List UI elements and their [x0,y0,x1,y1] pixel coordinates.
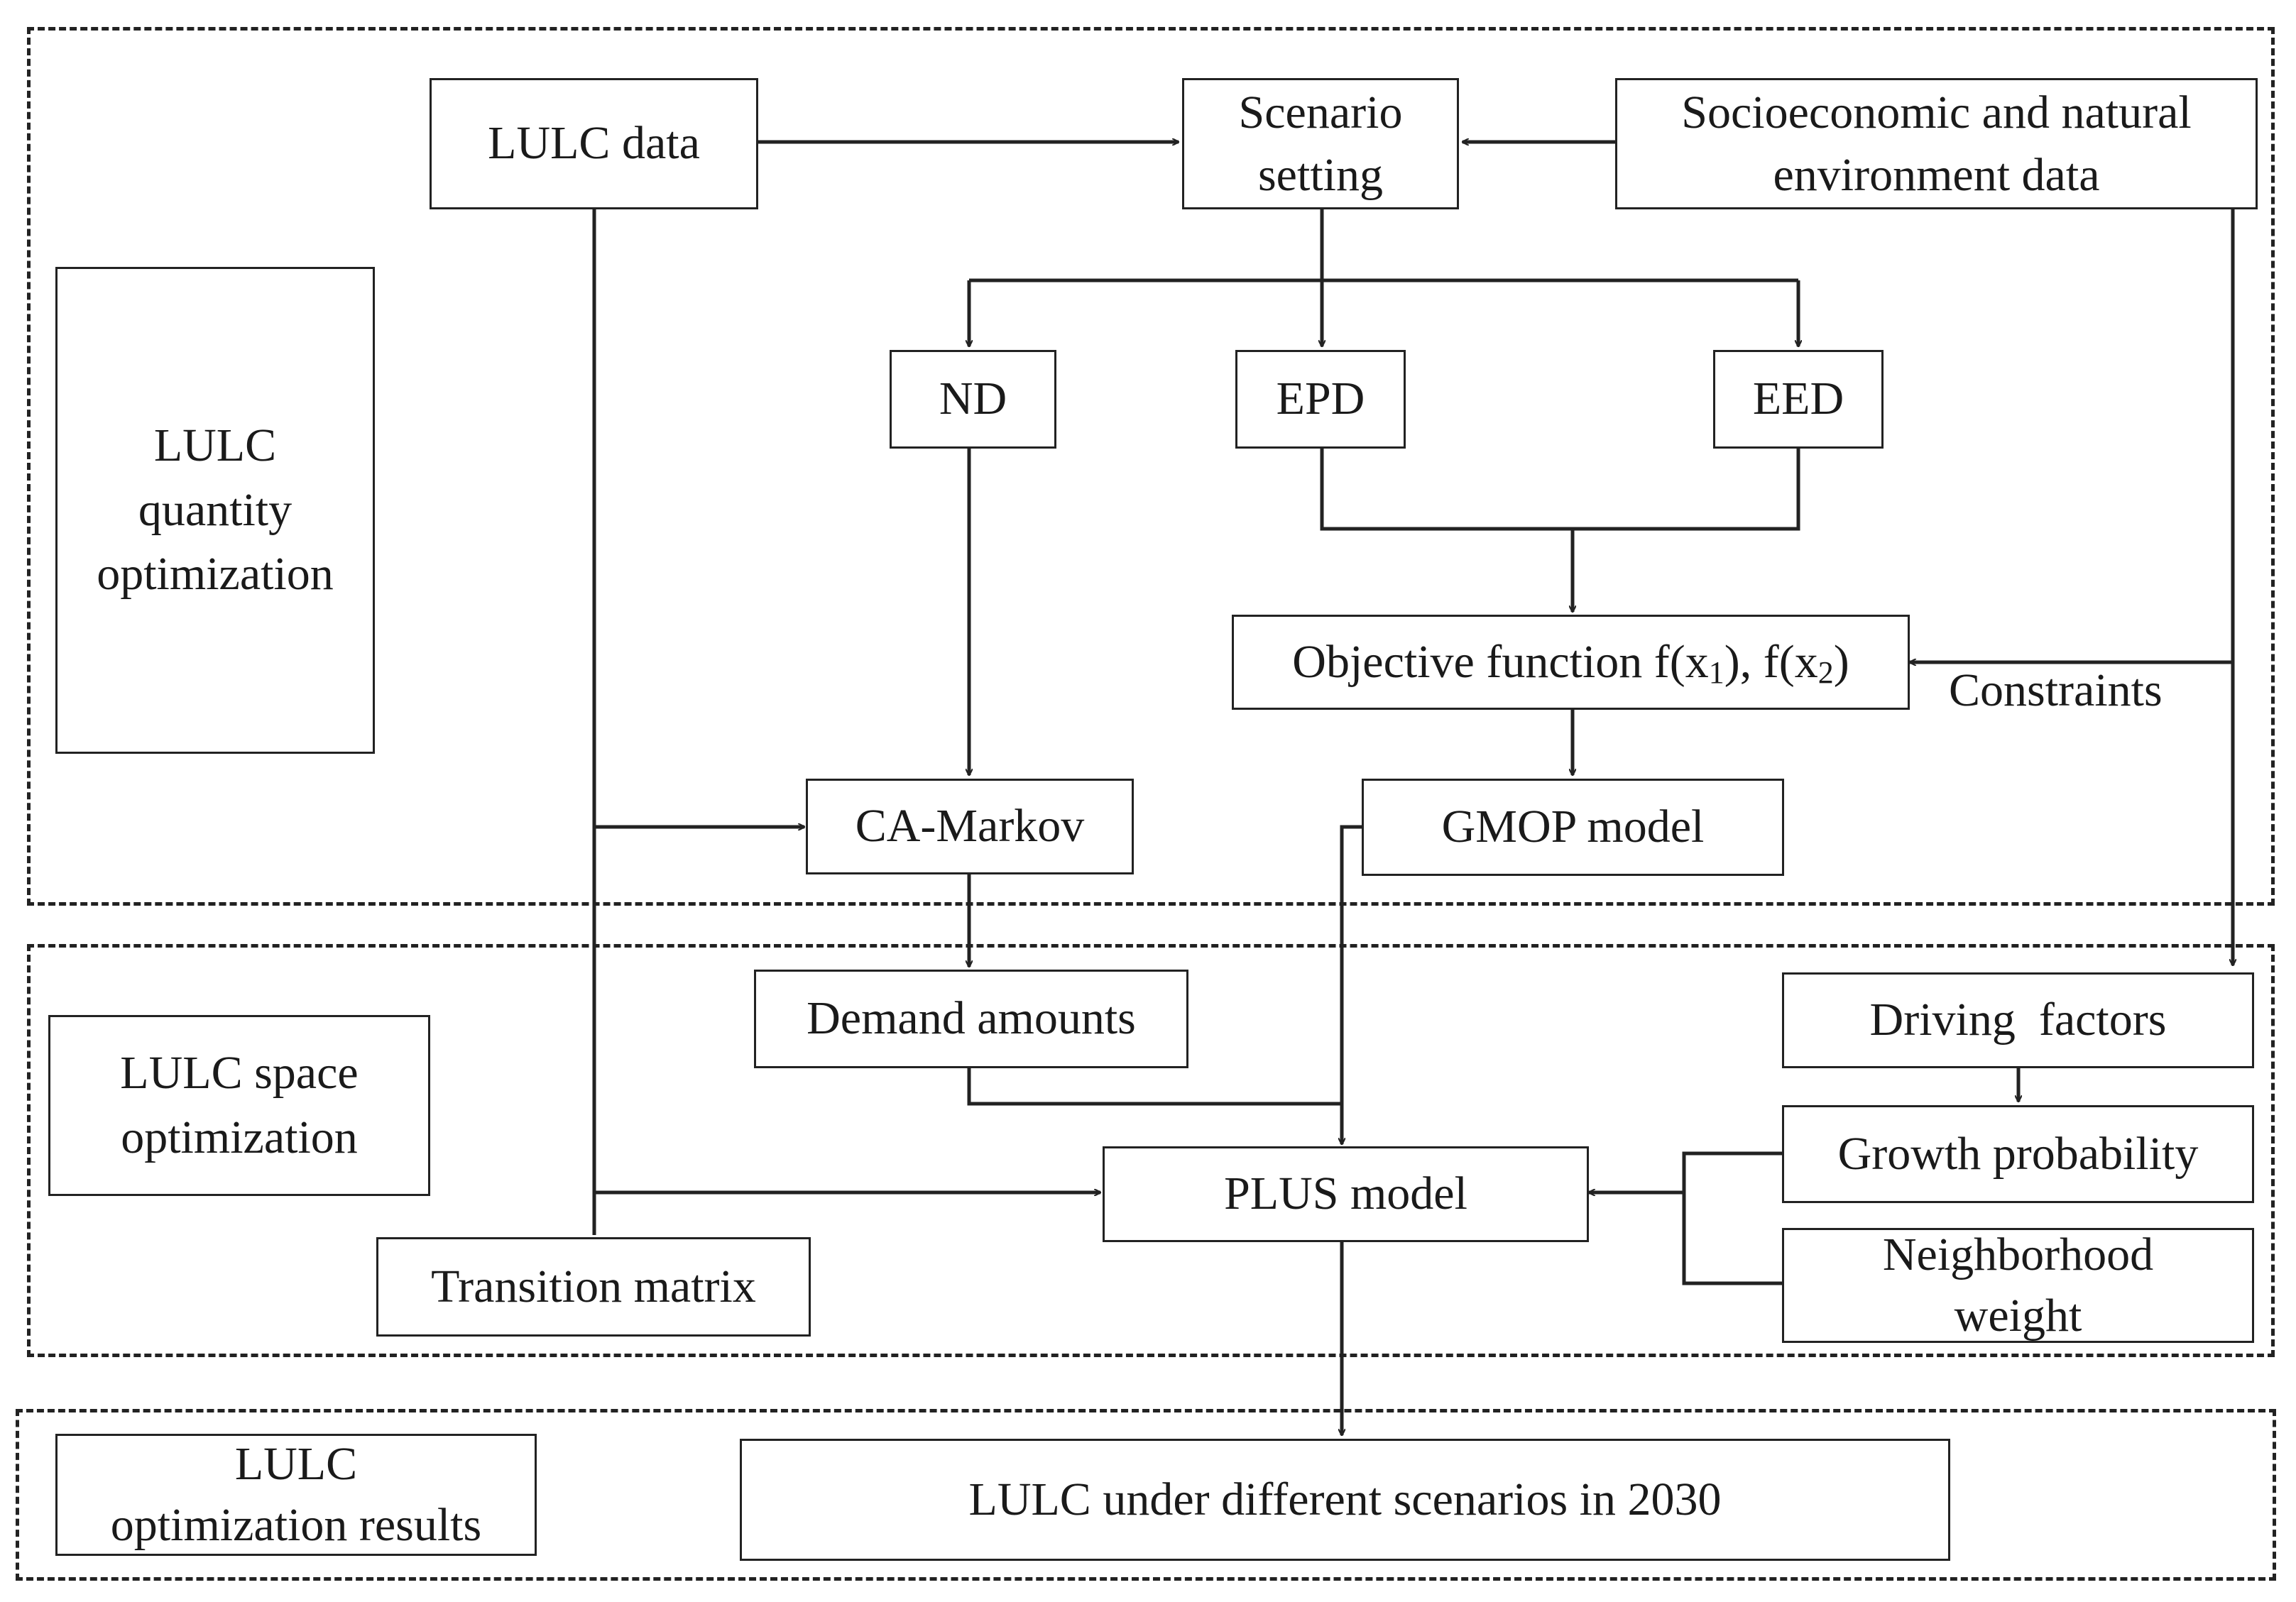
node-lulc-data: LULC data [430,78,758,209]
results-label: LULC optimization results [55,1434,537,1556]
edge-demand-to-plus [967,1068,1342,1106]
node-label: Neighborhood [1882,1229,2154,1281]
node-label: Socioeconomic and natural [1681,86,2192,138]
node-objective-function: Objective function f(x1), f(x2) [1232,615,1910,710]
node-label: Driving factors [1869,994,2167,1046]
node-label: ND [939,373,1007,425]
node-neighborhood-weight: Neighborhood weight [1782,1228,2254,1343]
node-transition-matrix: Transition matrix [376,1237,811,1337]
node-label: EPD [1276,373,1365,425]
objective-text: Objective function f(x [1292,635,1709,688]
node-plus-model: PLUS model [1103,1146,1589,1242]
node-label: Growth probability [1837,1127,2199,1180]
quantity-label-line: LULC [153,419,277,472]
results-panel [16,1409,2276,1581]
node-socioeconomic-data: Socioeconomic and natural environment da… [1615,78,2258,209]
node-label: PLUS model [1224,1168,1467,1220]
edge-gmop-to-plus [1342,825,1362,1144]
node-label: setting [1258,148,1383,201]
space-label-line: optimization [121,1111,358,1163]
space-optimization-label: LULC space optimization [48,1015,430,1196]
node-eed: EED [1713,350,1884,449]
objective-text: ), f(x [1724,635,1818,688]
node-label: Demand amounts [807,992,1136,1045]
node-growth-probability: Growth probability [1782,1105,2254,1203]
node-label: environment data [1773,148,2100,201]
objective-subscript: 2 [1817,654,1834,690]
edge-epd-eed-merge [1320,449,1800,531]
quantity-label-line: optimization [97,548,334,600]
node-label: CA-Markov [855,800,1085,852]
node-label: Scenario [1238,86,1403,138]
node-label: LULC under different scenarios in 2030 [968,1473,1722,1525]
edge-growth-neigh-bracket [1682,1151,1782,1285]
node-nd: ND [890,350,1056,449]
objective-function-label: Objective function f(x1), f(x2) [1292,630,1849,694]
node-label: weight [1954,1290,2082,1342]
node-label: EED [1752,373,1844,425]
node-label: LULC data [488,117,700,170]
objective-text: ) [1833,635,1849,688]
constraints-label: Constraints [1949,664,2163,716]
space-optimization-panel [27,944,2275,1357]
node-driving-factors: Driving factors [1782,972,2254,1068]
results-label-line: optimization results [110,1499,482,1551]
space-label-line: LULC space [120,1047,359,1099]
node-label: GMOP model [1441,801,1705,853]
node-scenario-setting: Scenario setting [1182,78,1459,209]
results-label-line: LULC [234,1438,358,1491]
node-gmop-model: GMOP model [1362,779,1784,876]
quantity-optimization-panel [27,27,2275,906]
objective-subscript: 1 [1708,654,1724,690]
node-epd: EPD [1235,350,1406,449]
quantity-optimization-label: LULC quantity optimization [55,267,375,754]
node-ca-markov: CA-Markov [806,779,1134,874]
quantity-label-line: quantity [138,483,293,536]
node-demand-amounts: Demand amounts [754,970,1188,1068]
node-lulc-result: LULC under different scenarios in 2030 [740,1439,1950,1561]
node-label: Transition matrix [431,1260,756,1312]
